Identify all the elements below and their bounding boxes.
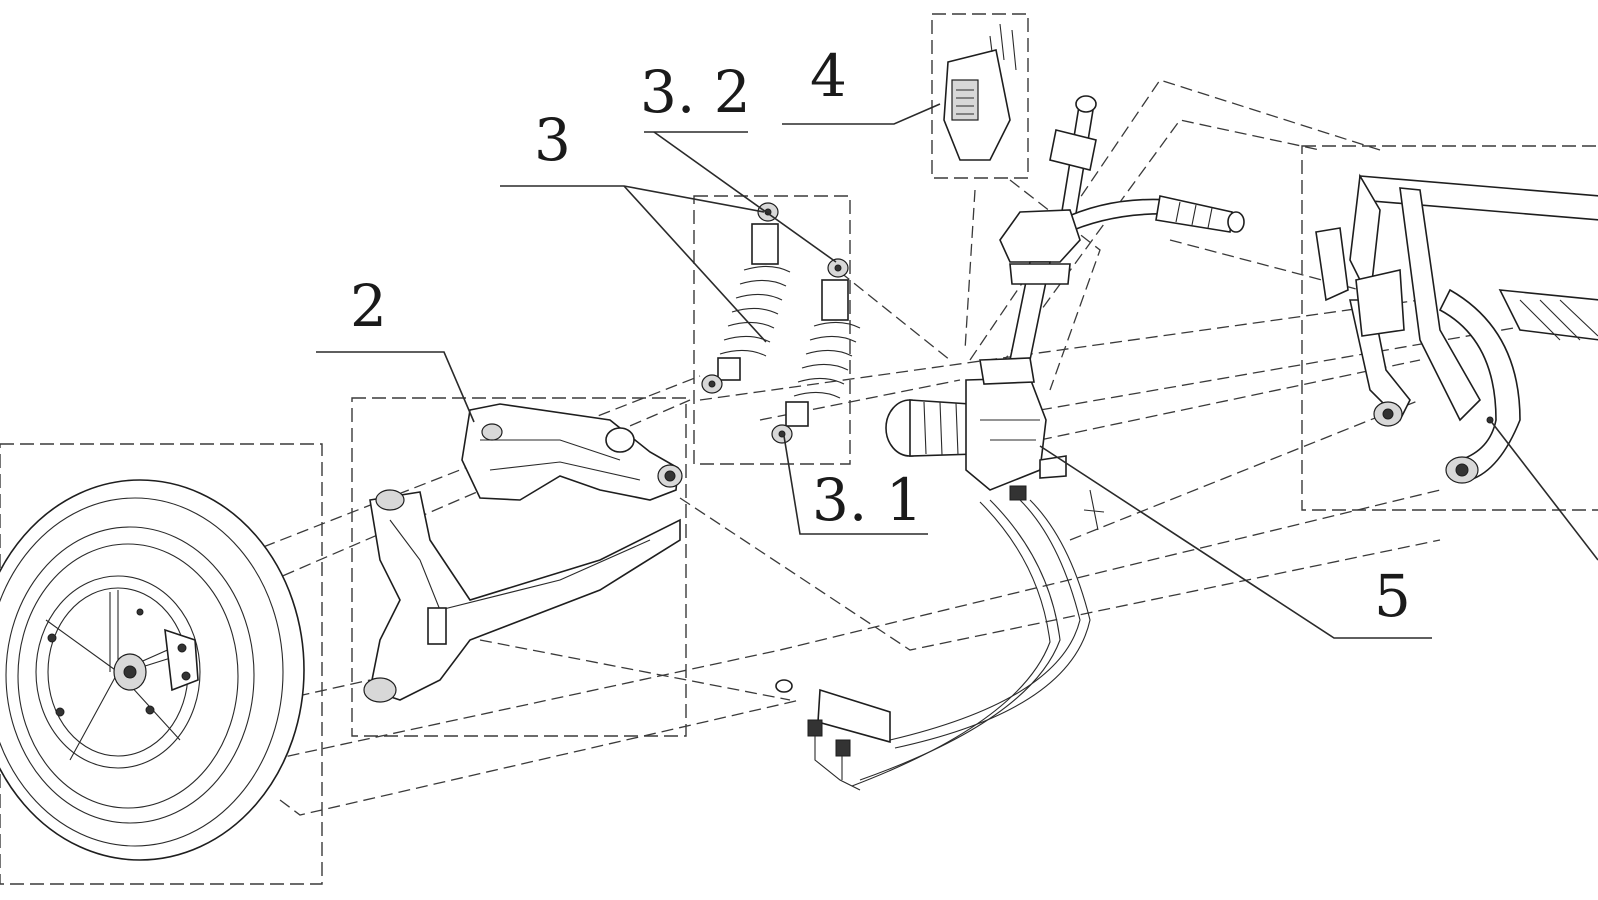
brake-disc — [35, 575, 201, 769]
shock-absorber-rear — [701, 202, 791, 394]
upper-control-arm — [461, 403, 683, 501]
handlebar — [1049, 95, 1245, 251]
leader-3 — [500, 185, 765, 213]
front-wheel — [0, 479, 305, 861]
hydraulic-lines — [775, 489, 1105, 791]
steering-knuckle — [363, 489, 681, 703]
callout-3-2: 3. 2 — [640, 58, 751, 126]
master-cylinder-bracket — [943, 23, 1017, 161]
leader-lines — [316, 103, 1598, 639]
leader-5 — [1039, 445, 1432, 639]
leader-4 — [782, 103, 941, 125]
chassis-frame — [1315, 173, 1598, 484]
callout-labels: 2 3 3. 2 4 3. 1 5 — [350, 42, 1411, 630]
callout-5: 5 — [1374, 562, 1411, 630]
swingarm-group-box — [351, 397, 687, 737]
steering-column — [999, 209, 1081, 361]
shock-group-box — [693, 195, 851, 465]
leader-2 — [316, 351, 475, 423]
callout-3-1: 3. 1 — [812, 466, 923, 534]
callout-4: 4 — [810, 42, 847, 110]
callout-3: 3 — [534, 106, 571, 174]
leader-3-b — [623, 185, 767, 343]
callout-2: 2 — [350, 272, 387, 340]
frame-group-box — [1301, 145, 1598, 511]
shock-absorber-front — [771, 258, 861, 444]
bracket-group-box — [931, 13, 1029, 179]
leader-3-1 — [783, 435, 928, 535]
brake-caliper — [164, 628, 199, 692]
wheel-group-box — [0, 443, 323, 885]
steering-actuator — [885, 357, 1067, 501]
leader-3-2-b — [653, 131, 837, 263]
leader-frame — [1489, 419, 1598, 561]
